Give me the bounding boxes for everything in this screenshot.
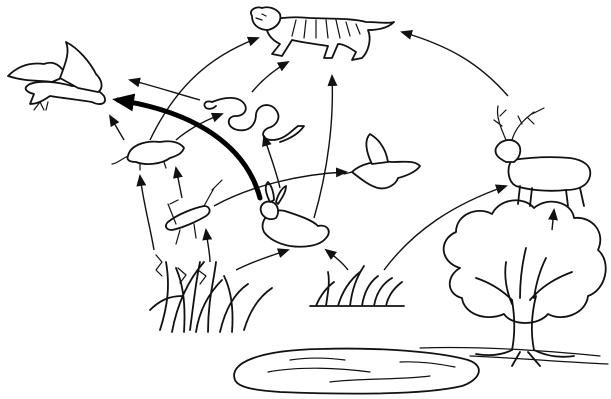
rat-icon xyxy=(112,141,184,170)
arrow-grass-middle-to-rabbit xyxy=(326,250,348,270)
arrow-deer-to-tiger xyxy=(402,32,508,96)
arrow-grass-to-rat xyxy=(140,176,154,250)
grass-icon xyxy=(310,266,404,306)
grasshopper-icon xyxy=(166,180,222,244)
arrow-rat-to-tiger xyxy=(150,38,258,140)
arrow-grass-to-rabbit xyxy=(236,250,288,270)
arrow-grass-to-grasshopper xyxy=(206,230,210,262)
tiger-icon xyxy=(251,7,394,60)
bird-icon xyxy=(344,134,420,188)
arrow-rabbit-to-tiger xyxy=(314,76,332,218)
snake-icon xyxy=(204,98,304,142)
rabbit-icon xyxy=(261,182,329,247)
grass-icon xyxy=(150,255,272,332)
pond-icon xyxy=(234,347,608,393)
deer-icon xyxy=(494,106,590,206)
arrow-snake-to-eagle xyxy=(130,80,200,100)
eagle-icon xyxy=(8,42,105,110)
arrow-grasshopper-to-rat xyxy=(176,168,182,198)
arrow-snake-to-tiger xyxy=(252,62,288,92)
arrow-rabbit-to-snake xyxy=(264,136,280,188)
tree-icon xyxy=(444,200,606,366)
arrow-rat-to-eagle xyxy=(110,116,124,140)
